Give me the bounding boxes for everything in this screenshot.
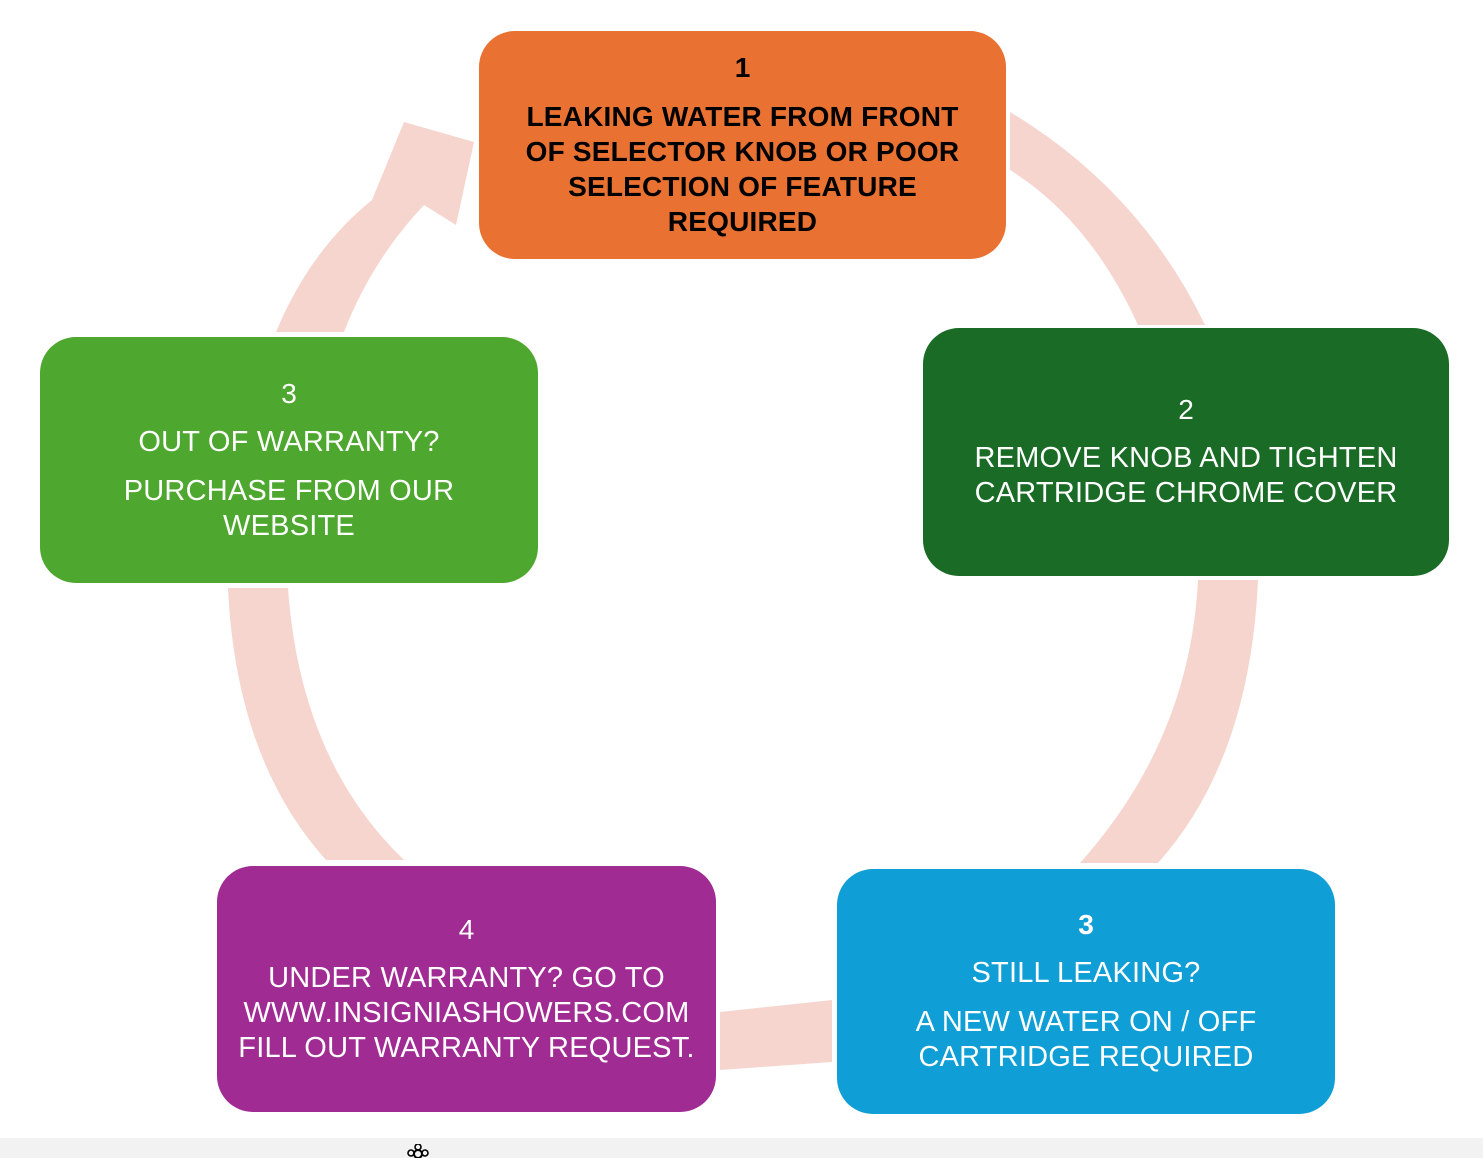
step-text-line: PURCHASE FROM OUR WEBSITE <box>123 474 455 542</box>
footer-bar <box>0 1138 1483 1158</box>
arrow-segment-2-3 <box>1080 580 1258 863</box>
step-text-line: UNDER WARRANTY? GO TO <box>268 961 665 994</box>
step-text-line: LEAKING WATER FROM FRONT <box>526 101 959 132</box>
step-3-leaking-box: 3 STILL LEAKING? A NEW WATER ON / OFF CA… <box>837 869 1335 1114</box>
step-text-line: WWW.INSIGNIASHOWERS.COM <box>243 996 690 1029</box>
step-text-line: OUT OF WARRANTY? <box>138 425 440 458</box>
step-text-line: CARTRIDGE CHROME COVER <box>974 477 1398 509</box>
arrow-segment-1-2 <box>1010 112 1205 325</box>
step-2-box: 2 REMOVE KNOB AND TIGHTEN CARTRIDGE CHRO… <box>923 328 1449 576</box>
step-text-line: STILL LEAKING? <box>971 957 1201 989</box>
arrow-segment-5-1 <box>276 122 474 332</box>
step-1-box: 1 LEAKING WATER FROM FRONT OF SELECTOR K… <box>479 31 1006 259</box>
step-text-line: OF SELECTOR KNOB OR POOR <box>525 136 960 167</box>
step-text-line: REQUIRED <box>667 206 818 237</box>
step-3-warranty-box: 3 OUT OF WARRANTY? PURCHASE FROM OUR WEB… <box>40 337 538 583</box>
step-text-line: REMOVE KNOB AND TIGHTEN <box>974 442 1398 474</box>
step-text-line: A NEW WATER ON / OFF <box>915 1006 1257 1038</box>
arrow-segment-4-5 <box>228 588 404 860</box>
step-number: 3 <box>1078 909 1094 940</box>
step-4-box: 4 UNDER WARRANTY? GO TO WWW.INSIGNIASHOW… <box>217 866 716 1112</box>
arrow-segment-3-4 <box>720 1000 832 1070</box>
flower-icon <box>407 1144 429 1158</box>
step-text-line: SELECTION OF FEATURE <box>568 171 917 202</box>
step-number: 2 <box>1178 394 1194 425</box>
step-number: 1 <box>734 52 751 83</box>
step-number: 3 <box>281 377 297 409</box>
step-text-line: CARTRIDGE REQUIRED <box>918 1041 1254 1073</box>
step-number: 4 <box>458 913 475 945</box>
step-text-line: FILL OUT WARRANTY REQUEST. <box>238 1031 695 1064</box>
